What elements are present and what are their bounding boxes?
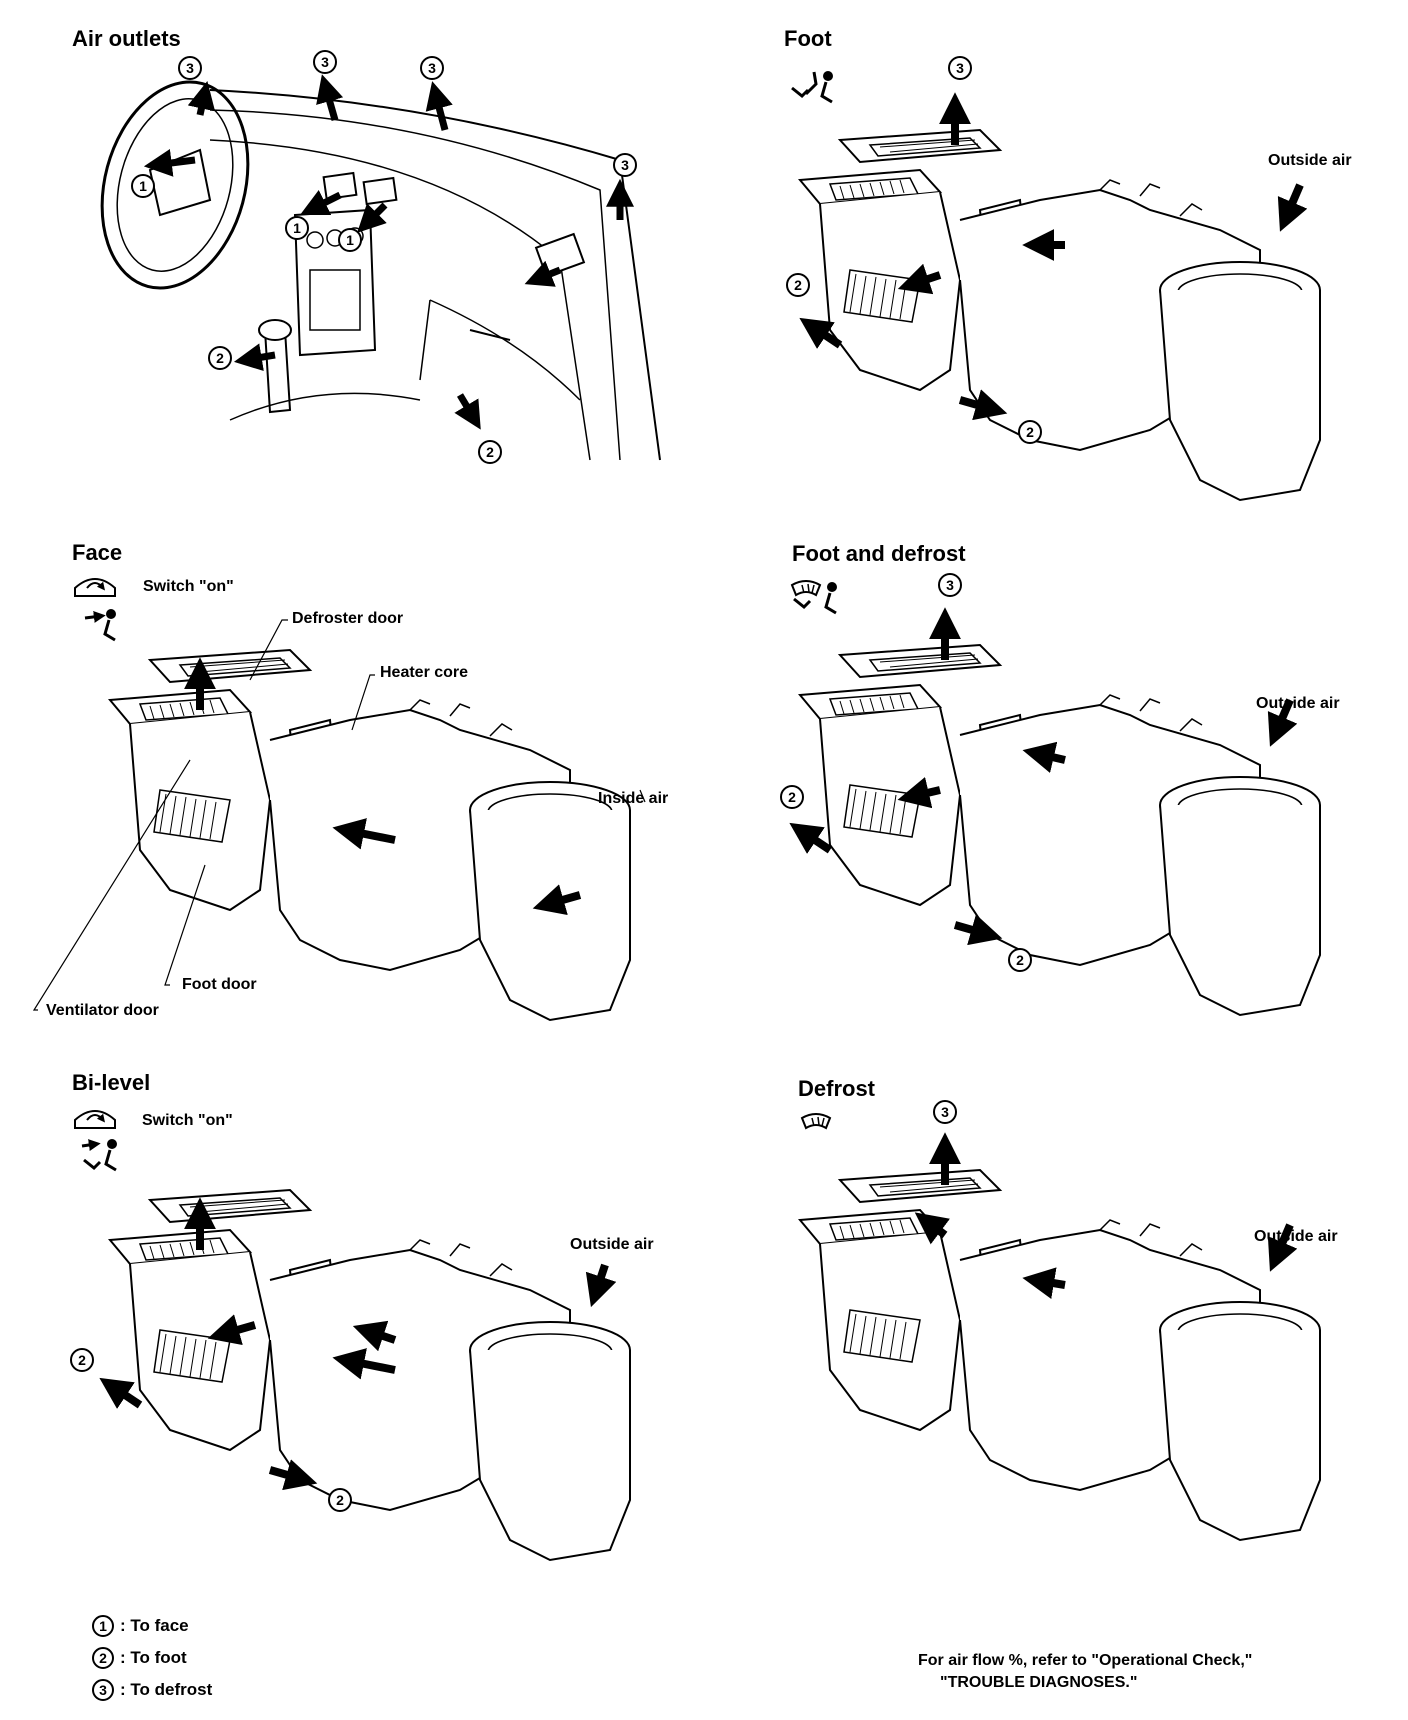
svg-text:2: 2 xyxy=(794,277,802,293)
marker-3: 3 xyxy=(938,573,962,597)
bi-level-mode-illustration: 2 2 xyxy=(70,1110,631,1561)
marker-3b: 3 xyxy=(313,50,337,74)
switch-on-text: Switch "on" xyxy=(143,578,234,595)
svg-text:3: 3 xyxy=(956,60,964,76)
svg-text:2: 2 xyxy=(788,789,796,805)
legend-item-face: 1 : To face xyxy=(92,1610,212,1642)
panel-defrost: Defrost 3 Outside air xyxy=(780,1070,1380,1541)
svg-text:3: 3 xyxy=(428,60,436,76)
label-heater-core: Heater core xyxy=(380,664,469,681)
legend-item-defrost: 3 : To defrost xyxy=(92,1674,212,1706)
defrost-icon xyxy=(800,1113,832,1130)
legend: 1 : To face 2 : To foot 3 : To defrost xyxy=(92,1610,212,1706)
svg-text:2: 2 xyxy=(1016,952,1024,968)
airflow-arrows xyxy=(143,74,634,430)
foot-defrost-mode-icon xyxy=(790,580,837,615)
face-mode-illustration xyxy=(32,578,646,1021)
svg-text:2: 2 xyxy=(486,444,494,460)
marker-2a: 2 xyxy=(786,273,810,297)
marker-2b: 2 xyxy=(1008,948,1032,972)
label-inside-air: Inside air xyxy=(598,790,669,807)
marker-2b: 2 xyxy=(1018,420,1042,444)
marker-1a: 1 xyxy=(131,174,155,198)
panel-title-bi-level: Bi-level xyxy=(72,1070,151,1095)
marker-3c: 3 xyxy=(420,56,444,80)
panel-title-foot: Foot xyxy=(784,26,832,51)
bi-level-mode-icon xyxy=(81,1139,117,1172)
marker-2a: 2 xyxy=(780,785,804,809)
panel-face: Face Switch "on" Defroster door Heater c… xyxy=(0,530,700,1050)
marker-2a: 2 xyxy=(208,346,232,370)
label-ventilator-door: Ventilator door xyxy=(46,1002,159,1019)
label-outside-air: Outside air xyxy=(570,1236,654,1253)
svg-text:3: 3 xyxy=(941,1104,949,1120)
panel-title-face: Face xyxy=(72,540,123,565)
label-foot-door: Foot door xyxy=(182,976,257,993)
svg-text:2: 2 xyxy=(336,1492,344,1508)
switch-on-text: Switch "on" xyxy=(142,1112,233,1129)
svg-text:1: 1 xyxy=(139,178,147,194)
legend-text: : To foot xyxy=(120,1648,187,1667)
marker-3d: 3 xyxy=(613,153,637,177)
panel-air-outlets: Air outlets xyxy=(0,0,700,470)
marker-2b: 2 xyxy=(328,1488,352,1512)
label-defroster-door: Defroster door xyxy=(292,610,404,627)
label-outside-air: Outside air xyxy=(1254,1228,1338,1245)
legend-marker: 1 xyxy=(92,1615,114,1637)
legend-marker: 3 xyxy=(92,1679,114,1701)
foot-mode-icon xyxy=(791,71,833,104)
foot-mode-illustration: 3 2 2 xyxy=(786,56,1321,501)
defrost-mode-illustration: 3 xyxy=(799,1100,1321,1541)
svg-text:2: 2 xyxy=(216,350,224,366)
legend-text: : To defrost xyxy=(120,1680,213,1699)
note-line-2: "TROUBLE DIAGNOSES." xyxy=(940,1674,1138,1691)
recirculation-switch-icon xyxy=(74,578,116,597)
svg-text:2: 2 xyxy=(1026,424,1034,440)
marker-1b: 1 xyxy=(285,216,309,240)
svg-text:3: 3 xyxy=(621,157,629,173)
marker-3a: 3 xyxy=(178,56,202,80)
label-outside-air: Outside air xyxy=(1268,152,1352,169)
airflow-reference-note: For air flow %, refer to "Operational Ch… xyxy=(918,1650,1252,1694)
svg-text:1: 1 xyxy=(346,232,354,248)
legend-text: : To face xyxy=(120,1616,189,1635)
marker-1c: 1 xyxy=(338,228,362,252)
svg-text:3: 3 xyxy=(186,60,194,76)
legend-marker: 2 xyxy=(92,1647,114,1669)
panel-foot: Foot 3 2 2 Outside air xyxy=(780,20,1380,501)
marker-2a: 2 xyxy=(70,1348,94,1372)
marker-2b: 2 xyxy=(478,440,502,464)
face-mode-icon xyxy=(84,609,116,642)
foot-defrost-mode-illustration: 3 2 2 xyxy=(780,573,1321,1016)
note-line-1: For air flow %, refer to "Operational Ch… xyxy=(918,1652,1253,1669)
panel-bi-level: Bi-level 2 2 Switch "on" Outside air xyxy=(0,1060,700,1580)
marker-3: 3 xyxy=(948,56,972,80)
svg-text:3: 3 xyxy=(946,577,954,593)
svg-text:1: 1 xyxy=(293,220,301,236)
marker-3: 3 xyxy=(933,1100,957,1124)
panel-foot-defrost: Foot and defrost 3 2 2 Outside air xyxy=(780,535,1380,1016)
panel-title-defrost: Defrost xyxy=(798,1076,876,1101)
label-outside-air: Outside air xyxy=(1256,695,1340,712)
panel-title-foot-defrost: Foot and defrost xyxy=(792,541,966,566)
dashboard-illustration: 3 3 3 3 1 1 1 2 2 xyxy=(100,50,661,464)
legend-item-foot: 2 : To foot xyxy=(92,1642,212,1674)
panel-title-air-outlets: Air outlets xyxy=(72,26,181,51)
svg-text:2: 2 xyxy=(78,1352,86,1368)
svg-text:3: 3 xyxy=(321,54,329,70)
recirculation-switch-icon xyxy=(74,1110,116,1129)
